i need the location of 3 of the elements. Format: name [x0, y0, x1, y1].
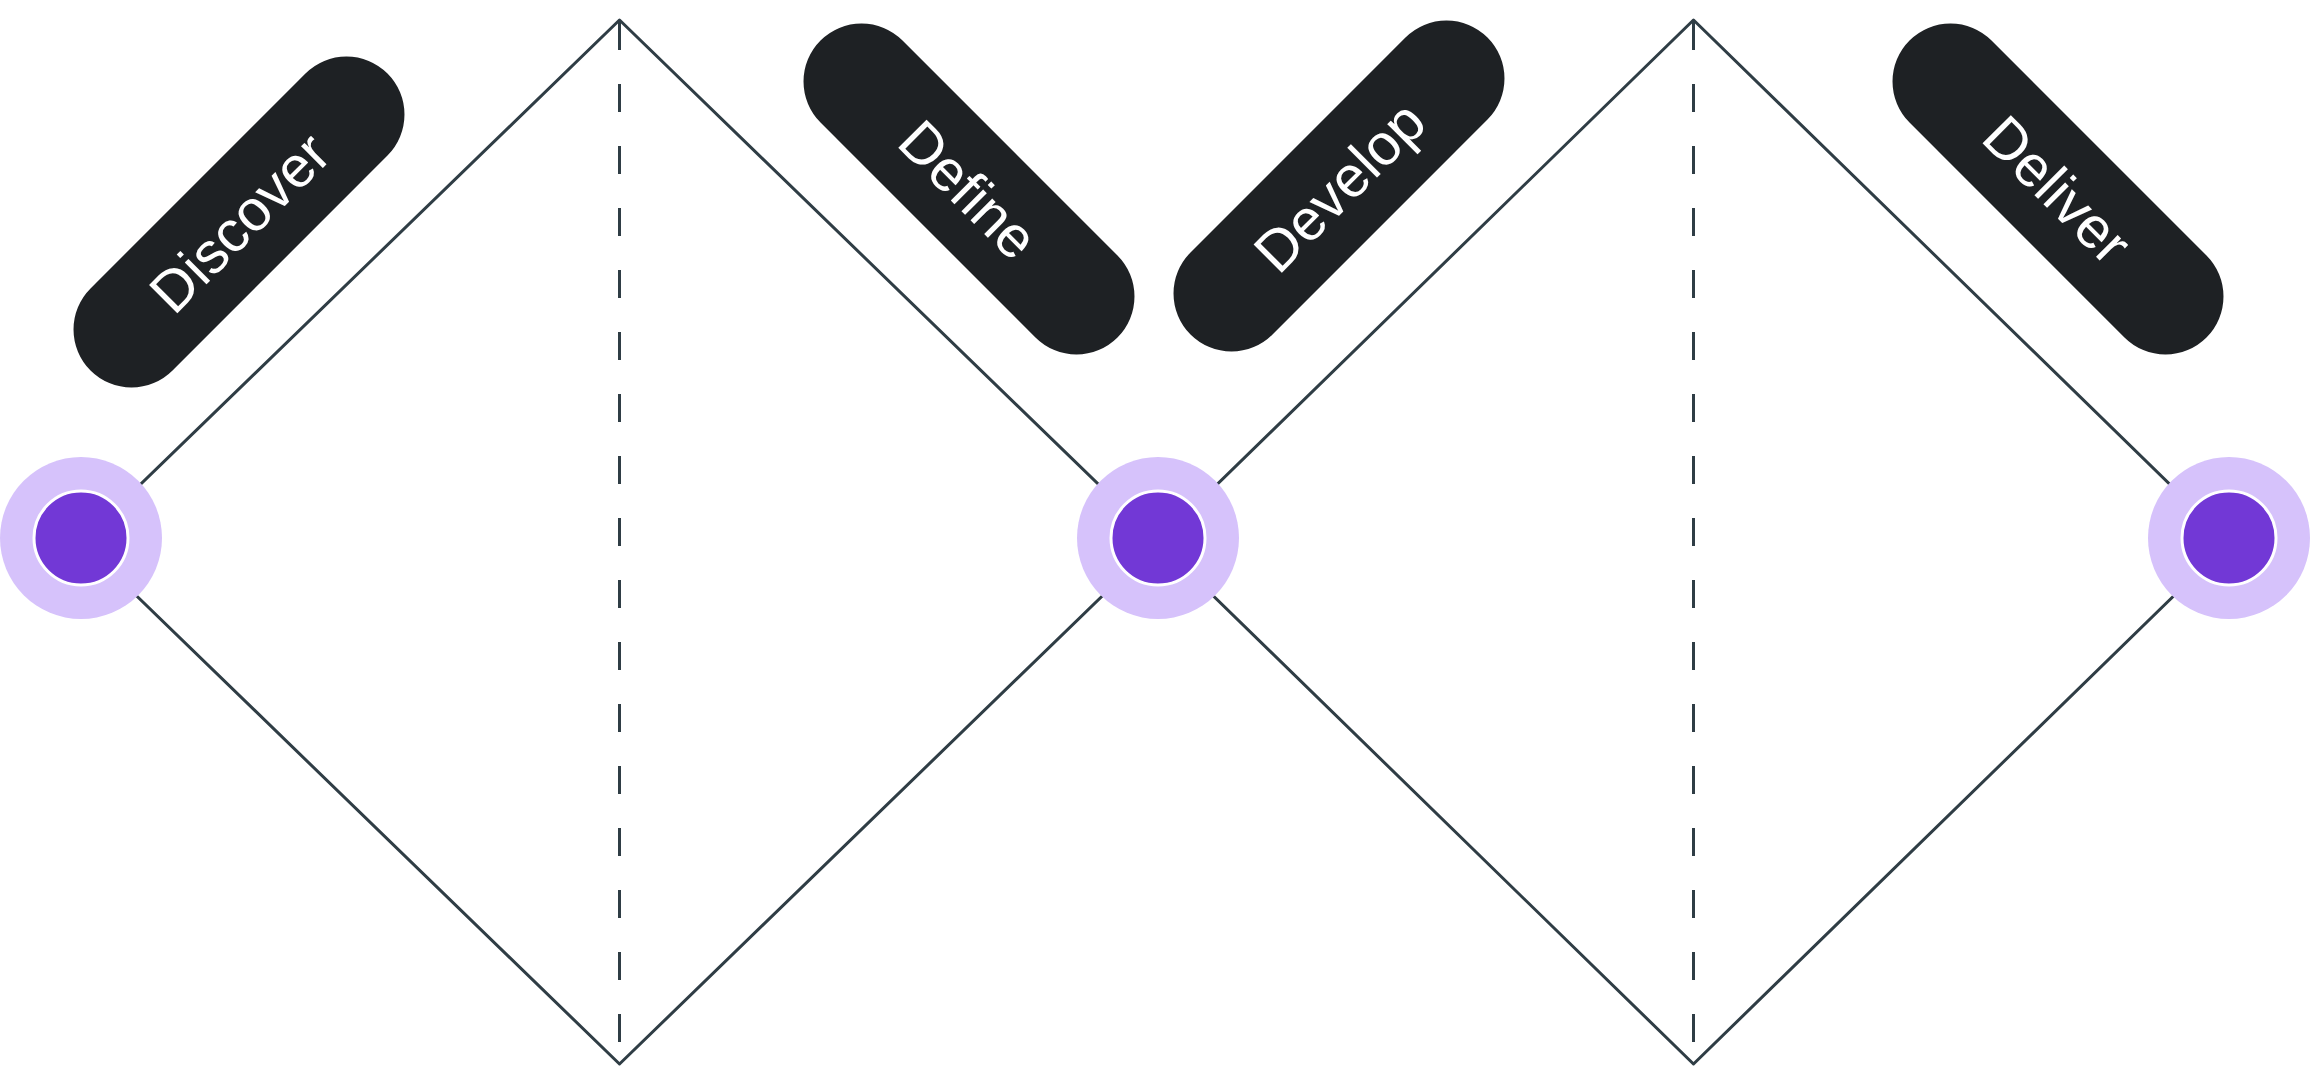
stage-point-marker [2148, 457, 2310, 619]
stage-point-marker [1077, 457, 1239, 619]
stage-point-marker [0, 457, 162, 619]
